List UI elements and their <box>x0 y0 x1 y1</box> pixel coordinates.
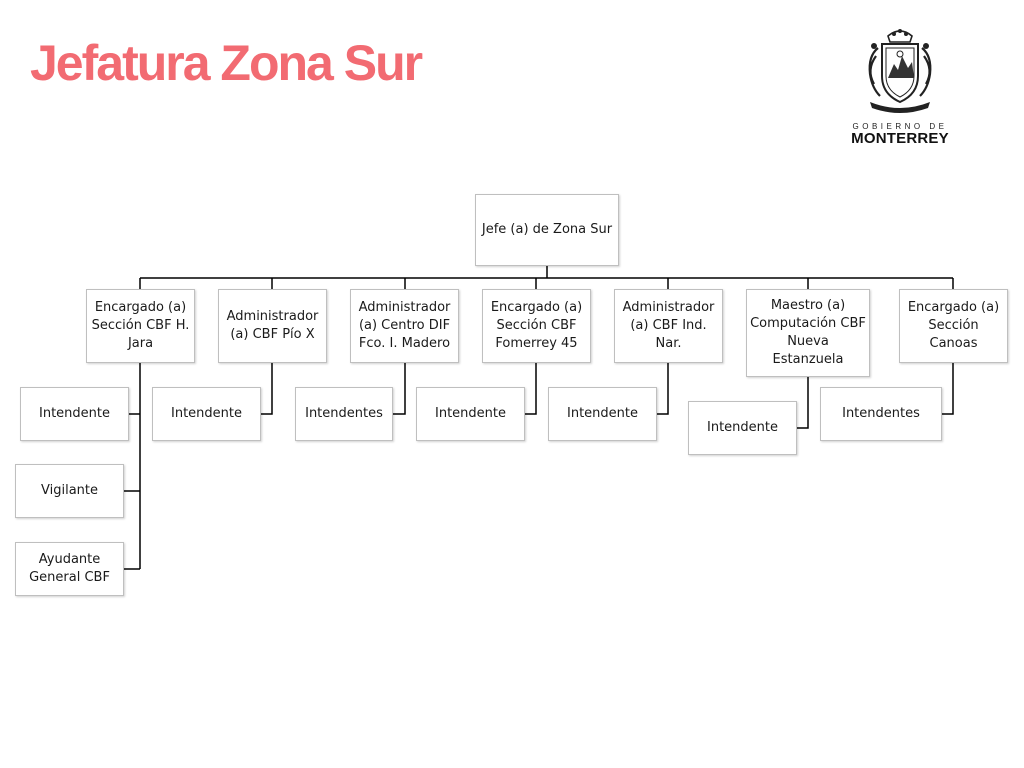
org-unit-head-2: Administrador (a) CBF Pío X <box>218 289 327 363</box>
org-staff-5-1: Intendente <box>548 387 657 441</box>
org-unit-head-4: Encargado (a) Sección CBF Fomerrey 45 <box>482 289 591 363</box>
connector-unit2-staff <box>261 363 273 415</box>
org-unit-head-7: Encargado (a) Sección Canoas <box>899 289 1008 363</box>
connector-unit4-staff <box>525 363 537 415</box>
org-staff-2-1: Intendente <box>152 387 261 441</box>
org-staff-4-1: Intendente <box>416 387 525 441</box>
org-unit-head-6: Maestro (a) Computación CBF Nueva Estanz… <box>746 289 870 377</box>
org-unit-head-5: Administrador (a) CBF Ind. Nar. <box>614 289 723 363</box>
org-staff-6-1: Intendente <box>688 401 797 455</box>
org-staff-3-1: Intendentes <box>295 387 393 441</box>
connector-unit6-staff <box>797 377 809 429</box>
org-staff-1-3: Ayudante General CBF <box>15 542 124 596</box>
connector-unit7-staff <box>942 363 954 415</box>
org-staff-7-1: Intendentes <box>820 387 942 441</box>
logo-text-monterrey: MONTERREY <box>851 130 949 147</box>
coat-of-arms-icon <box>868 29 932 113</box>
org-unit-head-1: Encargado (a) Sección CBF H. Jara <box>86 289 195 363</box>
connector-unit3-staff <box>393 363 406 415</box>
page-title: Jefatura Zona Sur <box>30 35 423 91</box>
org-root-node: Jefe (a) de Zona Sur <box>475 194 619 266</box>
org-unit-head-3: Administrador (a) Centro DIF Fco. I. Mad… <box>350 289 459 363</box>
org-staff-1-2: Vigilante <box>15 464 124 518</box>
logo-text-gobierno: GOBIERNO DE <box>852 122 948 131</box>
connector-unit5-staff <box>657 363 669 415</box>
org-staff-1-1: Intendente <box>20 387 129 441</box>
gobierno-monterrey-logo: GOBIERNO DE MONTERREY <box>846 26 958 150</box>
